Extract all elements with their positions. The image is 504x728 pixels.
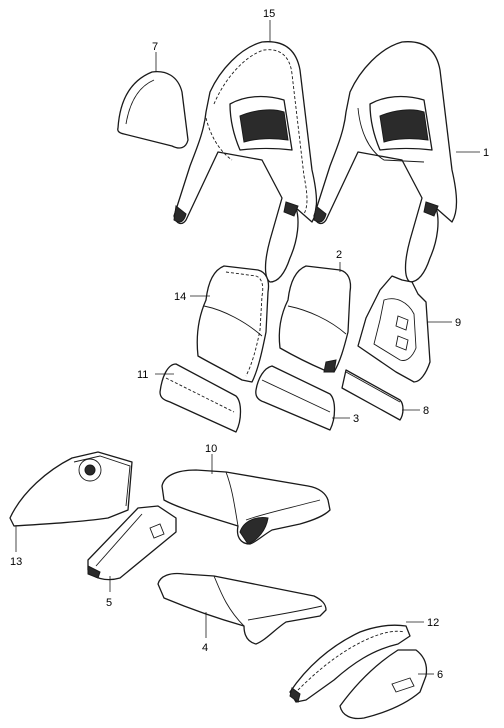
callout-9: 9 [428,317,461,329]
part-8-flat-pad[interactable] [341,369,404,421]
callout-7: 7 [152,41,158,72]
callout-label-10: 10 [205,443,217,455]
callout-label-12: 12 [427,617,439,629]
callout-13: 13 [10,526,22,568]
callout-15: 15 [263,8,275,42]
part-13-side-trim[interactable] [9,451,133,527]
callout-label-3: 3 [353,413,359,425]
callout-6: 6 [418,669,443,681]
part-12-side-bolster-cover[interactable] [289,624,411,703]
callout-label-9: 9 [455,317,461,329]
part-14-backrest-pad[interactable] [196,265,270,383]
part-6-side-panel[interactable] [339,649,428,720]
part-9-backrest-panel[interactable] [357,275,431,383]
callout-label-11: 11 [137,369,148,381]
callout-5: 5 [106,576,112,609]
callout-label-6: 6 [437,669,443,681]
callout-label-14: 14 [174,291,186,303]
part-2-backrest-pad[interactable] [278,265,352,373]
callout-label-2: 2 [336,249,342,261]
part-11-lower-cushion[interactable] [159,363,242,433]
part-1-backrest-shell[interactable] [313,41,458,283]
part-7-headrest-pad[interactable] [117,70,189,149]
callout-3: 3 [332,413,359,425]
callout-4: 4 [202,612,208,654]
callout-2: 2 [336,249,342,272]
part-3-lower-cushion[interactable] [255,365,336,431]
part-15-backrest-cover[interactable] [173,41,318,283]
callout-label-4: 4 [202,642,208,654]
callout-11: 11 [137,369,174,381]
callout-label-13: 13 [10,556,22,568]
callout-label-5: 5 [106,597,112,609]
part-4-seat-cushion[interactable] [157,572,327,645]
callout-12: 12 [406,617,439,629]
callout-1: 1 [456,147,489,159]
callout-label-1: 1 [483,147,489,159]
callout-8: 8 [402,405,429,417]
callout-label-15: 15 [263,8,275,20]
callout-10: 10 [205,443,217,474]
callout-14: 14 [174,291,210,303]
callout-label-7: 7 [152,41,158,53]
part-10-seat-cushion-cover[interactable] [161,469,331,545]
callout-label-8: 8 [423,405,429,417]
